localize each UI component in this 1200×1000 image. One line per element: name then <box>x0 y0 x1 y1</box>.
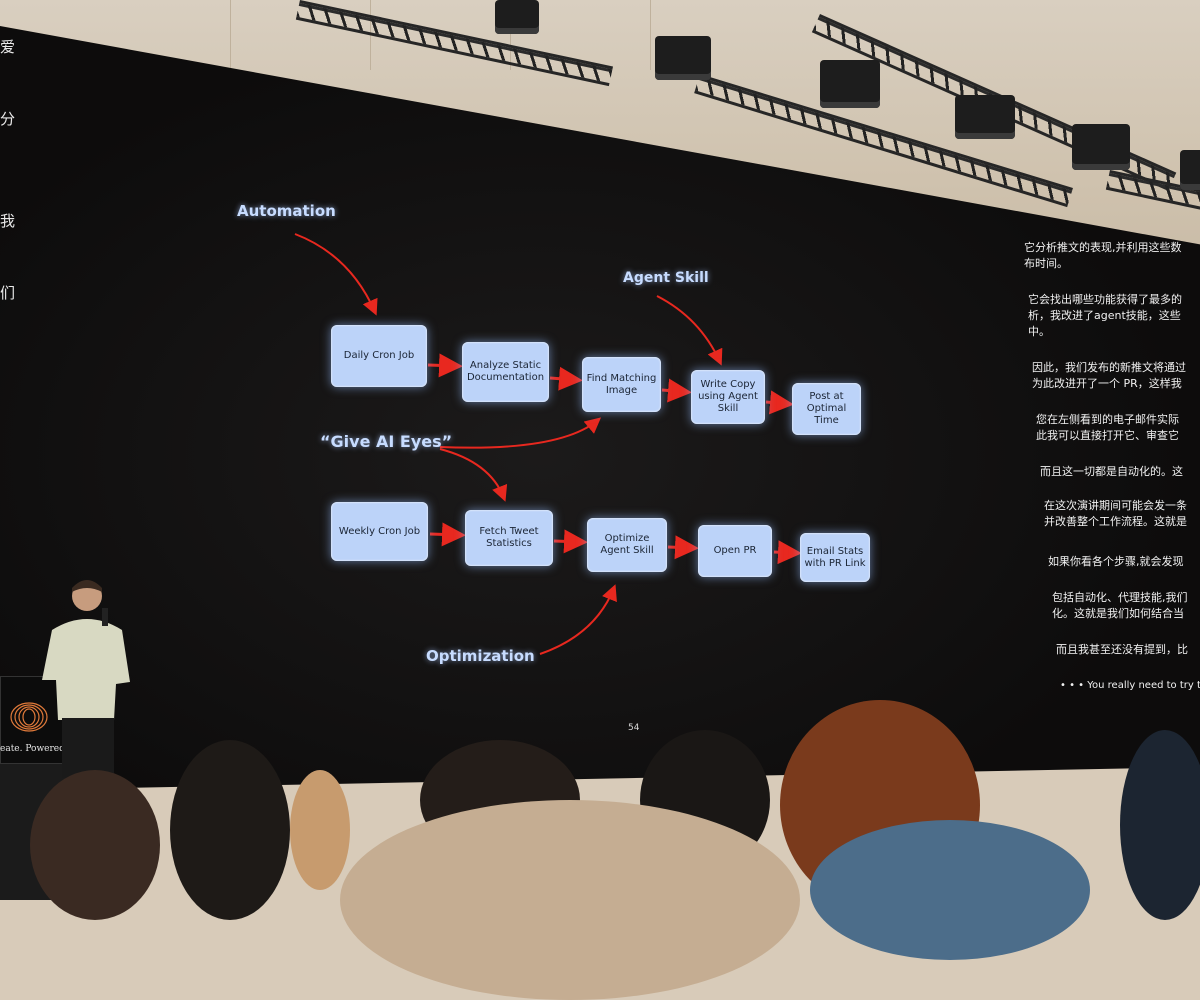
caption-panel: 它分析推文的表现,并利用这些数 布时间。 它会找出哪些功能获得了最多的 析，我改… <box>1010 236 1200 706</box>
flow-arrow <box>661 378 692 403</box>
caption-line: 在这次演讲期间可能会发一条 <box>1044 499 1187 512</box>
speaker <box>42 580 130 778</box>
audience-member <box>1120 730 1200 920</box>
ceiling-panel <box>510 0 651 70</box>
flow-box-analyze-docs: Analyze Static Documentation <box>462 342 549 402</box>
ceiling-panel <box>370 0 511 70</box>
label-give-ai-eyes: “Give AI Eyes” <box>320 432 453 451</box>
caption-line: 而且这一切都是自动化的。这 <box>1040 465 1183 478</box>
caption-line: 如果你看各个步骤,就会发现 <box>1048 555 1184 568</box>
caption-line: 它分析推文的表现,并利用这些数 <box>1024 241 1182 254</box>
audience-member <box>340 800 800 1000</box>
annotation-arrow <box>656 295 723 366</box>
flow-box-email-stats: Email Stats with PR Link <box>800 533 870 582</box>
slide-page-number: 54 <box>628 723 640 733</box>
flow-box-post-optimal: Post at Optimal Time <box>792 383 861 435</box>
caption-line: 中。 <box>1028 325 1050 338</box>
left-caption-fragment: 分 <box>0 110 16 128</box>
annotation-arrow <box>439 448 508 502</box>
caption-line: 此我可以直接打开它、审查它 <box>1036 429 1179 442</box>
left-caption-fragment: 爱 <box>0 38 16 56</box>
audience-member <box>30 770 160 920</box>
left-caption-fragment: 我 <box>0 212 16 230</box>
flow-box-write-copy: Write Copy using Agent Skill <box>691 370 765 424</box>
flow-arrow <box>773 540 802 565</box>
conference-logo <box>10 702 48 732</box>
caption-line: 它会找出哪些功能获得了最多的 <box>1028 293 1182 306</box>
label-optimization: Optimization <box>426 647 535 665</box>
audience-member <box>810 820 1090 960</box>
caption-line: 包括自动化、代理技能,我们 <box>1052 591 1188 604</box>
flow-box-find-image: Find Matching Image <box>582 357 661 412</box>
flow-arrow <box>667 535 699 560</box>
caption-line: 为此改进开了一个 PR，这样我 <box>1032 377 1182 390</box>
flow-arrow <box>765 390 794 415</box>
flow-arrow <box>429 522 466 547</box>
annotation-arrow <box>294 233 378 316</box>
annotation-arrow <box>539 584 617 655</box>
left-caption-fragment: 们 <box>0 284 16 302</box>
stage-light <box>820 60 880 108</box>
audience-member <box>170 740 290 920</box>
flow-arrow <box>553 529 588 554</box>
flow-box-optimize-skill: Optimize Agent Skill <box>587 518 667 572</box>
podium-caption: eate. Powered by AI <box>0 744 92 754</box>
caption-line: • • • You really need to try to c <box>1060 680 1200 691</box>
ceiling-panel <box>90 0 231 70</box>
flow-arrow <box>427 353 463 378</box>
flow-box-fetch-stats: Fetch Tweet Statistics <box>465 510 553 566</box>
stage-light <box>1072 124 1130 170</box>
annotation-arrow <box>439 417 602 449</box>
caption-line: 并改善整个工作流程。这就是 <box>1044 515 1187 528</box>
caption-line: 化。这就是我们如何结合当 <box>1052 607 1184 620</box>
caption-line: 布时间。 <box>1024 257 1068 270</box>
caption-line: 您在左侧看到的电子邮件实际 <box>1036 413 1179 426</box>
stage-light <box>1180 150 1200 190</box>
flow-arrow <box>549 366 583 391</box>
flow-box-open-pr: Open PR <box>698 525 772 577</box>
stage-light <box>495 0 539 34</box>
caption-line: 因此，我们发布的新推文将通过 <box>1032 361 1186 374</box>
diagram-arrows <box>294 233 802 655</box>
stage-light <box>655 36 711 80</box>
flow-box-weekly-cron: Weekly Cron Job <box>331 502 428 561</box>
stage-light <box>955 95 1015 139</box>
audience-member <box>290 770 350 890</box>
caption-line: 而且我甚至还没有提到，比 <box>1056 643 1188 656</box>
caption-line: 析，我改进了agent技能，这些 <box>1028 309 1181 322</box>
flow-box-daily-cron: Daily Cron Job <box>331 325 427 387</box>
label-automation: Automation <box>237 202 336 220</box>
label-agent-skill: Agent Skill <box>623 270 709 286</box>
microphone-icon <box>102 608 108 626</box>
